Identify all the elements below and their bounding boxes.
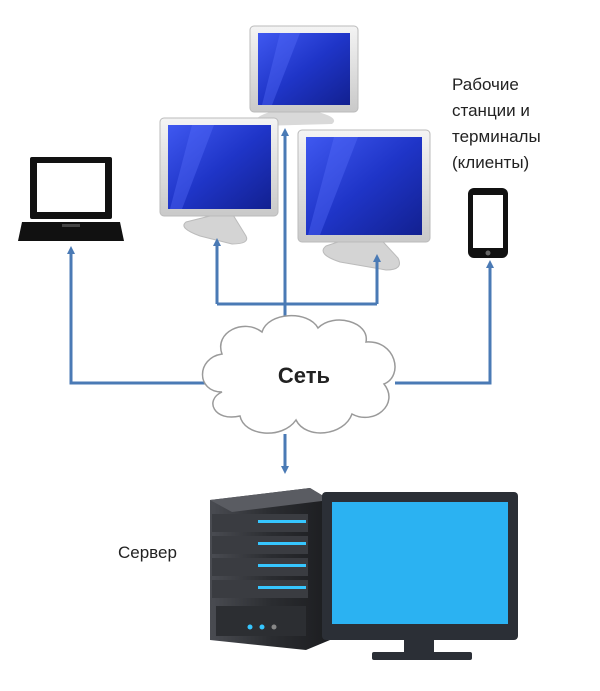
arrow-to-phone <box>395 260 494 385</box>
arrow-to-laptop <box>67 246 212 385</box>
desktop-monitor-icon <box>297 129 431 271</box>
network-label: Сеть <box>277 363 331 388</box>
laptop-icon <box>18 157 124 241</box>
smartphone-icon <box>468 188 508 258</box>
desktop-monitor-icon <box>159 117 279 245</box>
clients-label-line-2: станции и <box>452 101 530 120</box>
cloud-icon <box>201 315 396 434</box>
network-label-wrap: Сеть <box>0 363 600 389</box>
server-label: Сервер <box>118 543 177 562</box>
server-monitor-icon <box>322 492 518 660</box>
clients-label: Рабочие станции и терминалы (клиенты) <box>452 72 592 176</box>
clients-label-line-4: (клиенты) <box>452 153 530 172</box>
desktop-monitor-icon <box>249 25 359 126</box>
server-tower-icon <box>210 488 330 650</box>
clients-label-line-3: терминалы <box>452 127 541 146</box>
clients-label-line-1: Рабочие <box>452 75 519 94</box>
connection-lines <box>67 128 494 474</box>
